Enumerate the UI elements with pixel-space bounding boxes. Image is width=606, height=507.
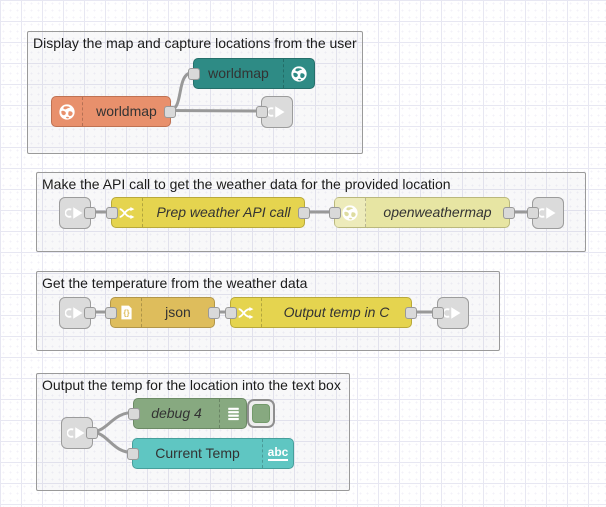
debug-list-icon [219, 399, 246, 428]
node-worldmap[interactable]: worldmap [51, 96, 176, 127]
function-icon [112, 198, 143, 227]
node-label: Prep weather API call [156, 204, 291, 220]
link-out-icon [267, 106, 285, 118]
port-in[interactable] [225, 306, 237, 319]
port-in[interactable] [127, 447, 139, 460]
node-label: Output temp in C [283, 304, 390, 320]
port-out[interactable] [84, 307, 96, 319]
node-label: openweathermap [383, 204, 492, 220]
port-out[interactable] [164, 105, 176, 118]
link-out-icon [443, 307, 461, 319]
json-icon: {} [111, 298, 142, 327]
port-out[interactable] [405, 306, 417, 319]
svg-text:{}: {} [123, 308, 129, 317]
abc-icon: abc [262, 439, 293, 468]
node-function-output-temp[interactable]: Output temp in C [225, 297, 417, 328]
port-in[interactable] [105, 306, 117, 319]
port-in[interactable] [329, 206, 341, 219]
node-json[interactable]: {} json [105, 297, 220, 328]
node-link-out[interactable] [527, 197, 564, 229]
port-in[interactable] [188, 67, 200, 80]
port-in[interactable] [527, 207, 539, 219]
node-openweathermap[interactable]: openweathermap [329, 197, 515, 228]
node-label: Current Temp [155, 445, 240, 461]
link-in-icon [65, 207, 83, 219]
group-label: Display the map and capture locations fr… [33, 35, 357, 51]
port-in[interactable] [106, 206, 118, 219]
group-output-temp[interactable]: Output the temp for the location into th… [36, 373, 350, 491]
group-label: Make the API call to get the weather dat… [42, 176, 451, 192]
node-function-prep-weather[interactable]: Prep weather API call [106, 197, 310, 228]
port-out[interactable] [503, 206, 515, 219]
group-display-map[interactable]: Display the map and capture locations fr… [27, 31, 363, 154]
port-in[interactable] [432, 307, 444, 319]
port-out[interactable] [208, 306, 220, 319]
node-label: worldmap [208, 65, 269, 81]
link-in-icon [65, 307, 83, 319]
debug-toggle-state [252, 404, 270, 423]
node-link-out[interactable] [432, 297, 469, 329]
node-link-in[interactable] [61, 417, 98, 449]
group-label: Output the temp for the location into th… [42, 377, 341, 393]
group-label: Get the temperature from the weather dat… [42, 275, 308, 291]
node-link-in[interactable] [59, 297, 96, 329]
node-worldmap-in[interactable]: worldmap [188, 58, 315, 89]
node-label: debug 4 [151, 405, 202, 421]
port-out[interactable] [84, 207, 96, 219]
debug-toggle-button[interactable] [247, 399, 275, 428]
globe-icon [283, 59, 314, 88]
node-debug[interactable]: debug 4 [128, 398, 247, 429]
port-out[interactable] [298, 206, 310, 219]
node-label: worldmap [96, 103, 157, 119]
port-out[interactable] [86, 427, 98, 439]
node-label: json [165, 304, 191, 320]
port-in[interactable] [128, 407, 140, 420]
link-in-icon [67, 427, 85, 439]
function-icon [231, 298, 262, 327]
port-in[interactable] [256, 106, 268, 118]
node-link-out[interactable] [256, 96, 293, 128]
node-link-in[interactable] [59, 197, 96, 229]
link-out-icon [538, 207, 556, 219]
node-ui-text-current-temp[interactable]: Current Temp abc [127, 438, 294, 469]
wire[interactable] [167, 109, 263, 113]
globe-icon [52, 97, 83, 126]
